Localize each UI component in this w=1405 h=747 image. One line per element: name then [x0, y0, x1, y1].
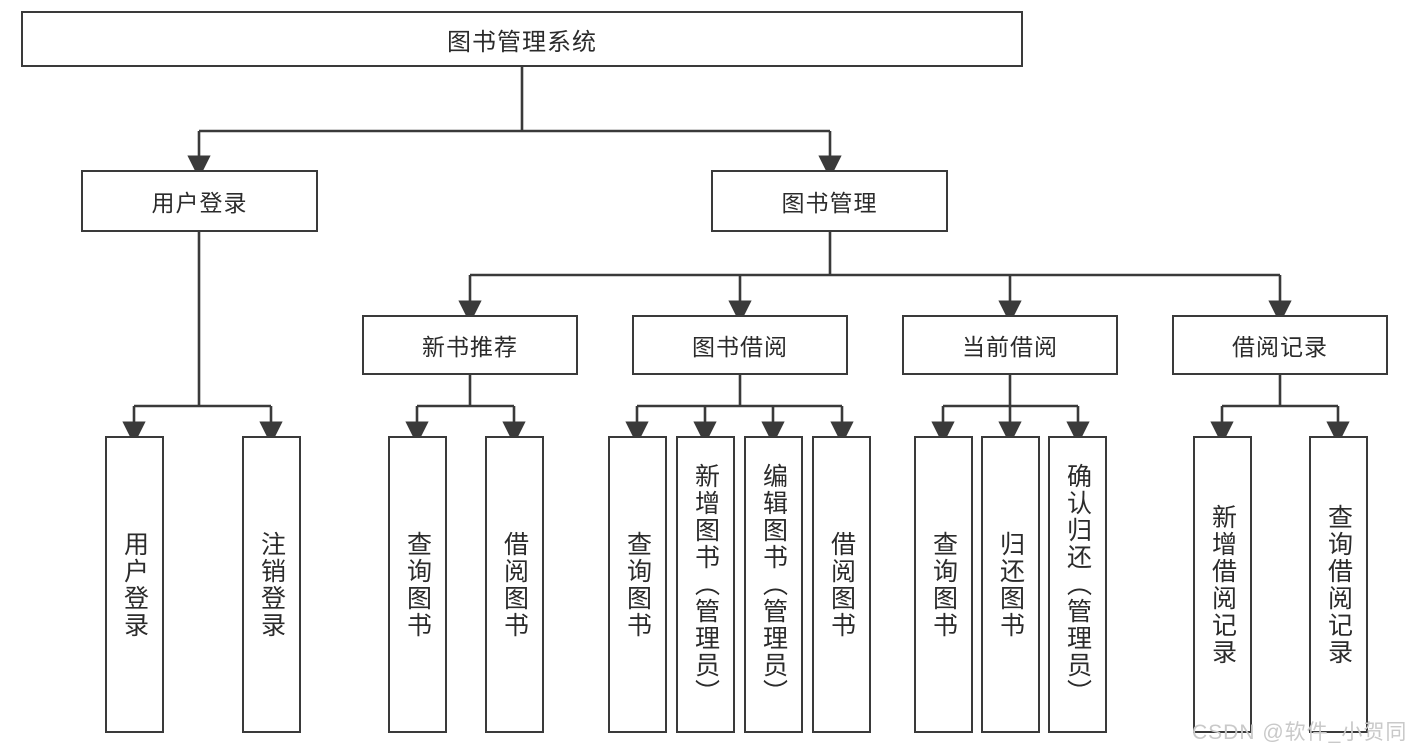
leaf-borrow-add-book[interactable]: 新增图书（管理员）: [676, 436, 735, 733]
node-label: 归还图书: [996, 530, 1025, 639]
node-label: 查询图书: [929, 530, 958, 639]
node-label: 图书管理系统: [447, 28, 597, 56]
node-book-management[interactable]: 图书管理: [711, 170, 948, 232]
node-label: 注销登录: [257, 530, 286, 639]
leaf-current-confirm-return[interactable]: 确认归还（管理员）: [1048, 436, 1107, 733]
node-label: 借阅图书: [827, 530, 856, 639]
csdn-watermark: CSDN @软件_小贺同学: [1192, 721, 1405, 744]
node-new-book-recommend[interactable]: 新书推荐: [362, 315, 578, 375]
node-label: 借阅记录: [1232, 334, 1328, 360]
node-label: 用户登录: [151, 190, 248, 216]
leaf-record-query-record[interactable]: 查询借阅记录: [1309, 436, 1368, 733]
leaf-record-add-record[interactable]: 新增借阅记录: [1193, 436, 1252, 733]
leaf-current-return-book[interactable]: 归还图书: [981, 436, 1040, 733]
node-current-borrow[interactable]: 当前借阅: [902, 315, 1118, 375]
node-label: 编辑图书（管理员）: [759, 463, 788, 706]
node-root-system[interactable]: 图书管理系统: [21, 11, 1023, 67]
node-label: 图书管理: [781, 190, 878, 216]
node-label: 当前借阅: [962, 334, 1058, 360]
node-label: 查询图书: [403, 530, 432, 639]
node-label: 借阅图书: [500, 530, 529, 639]
node-label: 新书推荐: [422, 334, 518, 360]
node-label: 查询图书: [623, 530, 652, 639]
leaf-recommend-borrow-book[interactable]: 借阅图书: [485, 436, 544, 733]
node-label: 新增借阅记录: [1208, 503, 1237, 666]
node-user-login[interactable]: 用户登录: [81, 170, 318, 232]
node-book-borrow[interactable]: 图书借阅: [632, 315, 848, 375]
node-borrow-record[interactable]: 借阅记录: [1172, 315, 1388, 375]
leaf-borrow-edit-book[interactable]: 编辑图书（管理员）: [744, 436, 803, 733]
node-label: 用户登录: [120, 530, 149, 639]
leaf-recommend-query-book[interactable]: 查询图书: [388, 436, 447, 733]
node-label: 新增图书（管理员）: [691, 463, 720, 706]
leaf-user-login-logout[interactable]: 注销登录: [242, 436, 301, 733]
leaf-borrow-query-book[interactable]: 查询图书: [608, 436, 667, 733]
node-label: 图书借阅: [692, 334, 788, 360]
leaf-borrow-borrow-book[interactable]: 借阅图书: [812, 436, 871, 733]
node-label: 查询借阅记录: [1324, 503, 1353, 666]
leaf-current-query-book[interactable]: 查询图书: [914, 436, 973, 733]
node-label: 确认归还（管理员）: [1063, 463, 1092, 706]
leaf-user-login-login[interactable]: 用户登录: [105, 436, 164, 733]
